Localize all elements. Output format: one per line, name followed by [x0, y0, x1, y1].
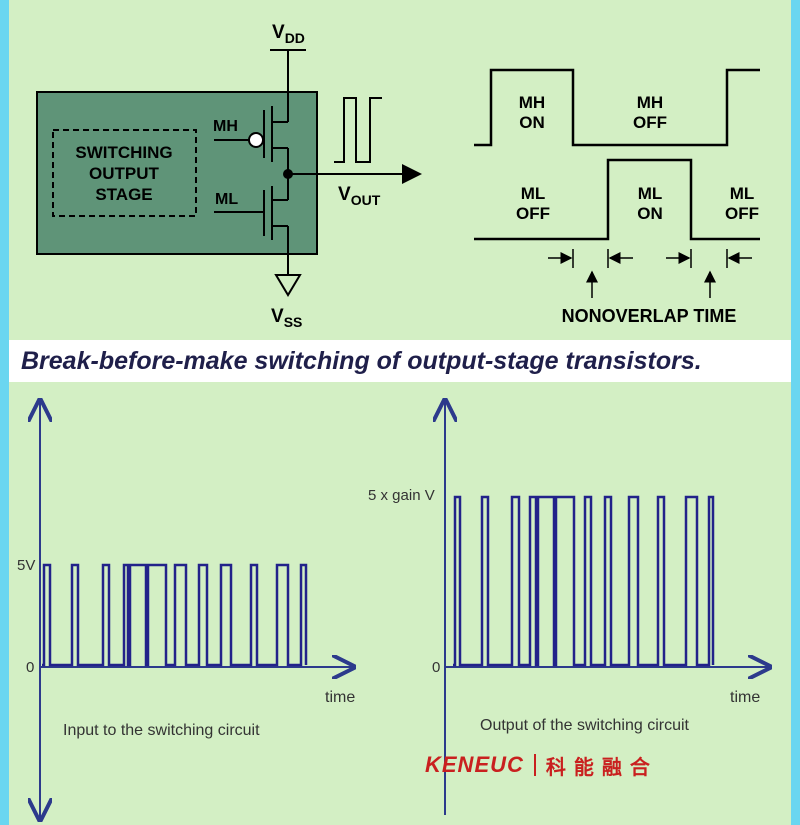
vss-label: VSS	[271, 306, 302, 330]
ml-gate-label: ML	[215, 191, 238, 208]
ml-waveform	[474, 158, 760, 241]
brand-logo: KENEUC 科能融合	[425, 750, 658, 780]
vout-label: VOUT	[338, 184, 381, 208]
box-label-line-1: SWITCHING	[75, 143, 172, 162]
vout-pulse-icon	[334, 97, 382, 163]
input-caption: Input to the switching circuit	[63, 722, 260, 739]
ml-on-label-1: ML	[638, 184, 663, 203]
ml-on-label-2: ON	[637, 204, 663, 223]
vdd-label: VDD	[272, 22, 305, 46]
ml-off-right-label-1: ML	[730, 184, 755, 203]
input-zero-label: 0	[26, 659, 34, 676]
ml-off-left-label-1: ML	[521, 184, 546, 203]
input-plot: 5V 0 time Input to the switching circuit	[17, 402, 355, 818]
output-square-wave	[453, 495, 715, 667]
figure-title: Break-before-make switching of output-st…	[9, 340, 791, 382]
box-label-line-2: OUTPUT	[89, 164, 160, 183]
output-plot: 5 x gain V 0 time Output of the switchin…	[368, 402, 768, 815]
brand-cjk-text: 科能融合	[545, 754, 658, 779]
box-label-line-3: STAGE	[95, 185, 152, 204]
brand-latin-text: KENEUC	[425, 752, 524, 777]
input-level-label: 5V	[17, 557, 35, 574]
circuit-diagram: SWITCHING OUTPUT STAGE VDD MH VOUT	[36, 22, 422, 330]
ml-off-left-label-2: OFF	[516, 204, 550, 223]
vss-ground-icon	[274, 274, 302, 297]
output-level-label: 5 x gain V	[368, 487, 435, 504]
nonoverlap-markers	[548, 249, 752, 298]
pmos-transistor-mh	[214, 106, 289, 174]
switching-stage-box	[52, 129, 197, 217]
mh-on-label-2: ON	[519, 113, 545, 132]
mh-on-label-1: MH	[519, 93, 545, 112]
ml-off-right-label-2: OFF	[725, 204, 759, 223]
nonoverlap-label: NONOVERLAP TIME	[562, 306, 737, 326]
mh-waveform	[474, 68, 760, 147]
input-square-wave	[42, 563, 308, 667]
output-stage-block	[36, 91, 318, 255]
input-time-label: time	[325, 689, 355, 706]
timing-diagram: MH ON MH OFF ML OFF ML ON ML OFF NONOVER…	[474, 68, 760, 326]
output-time-label: time	[730, 689, 760, 706]
mh-off-label-2: OFF	[633, 113, 667, 132]
mh-gate-label: MH	[213, 118, 238, 135]
nmos-transistor-ml	[214, 174, 289, 275]
output-caption: Output of the switching circuit	[480, 717, 690, 734]
output-zero-label: 0	[432, 659, 440, 676]
brand-separator	[533, 754, 536, 776]
mh-off-label-1: MH	[637, 93, 663, 112]
